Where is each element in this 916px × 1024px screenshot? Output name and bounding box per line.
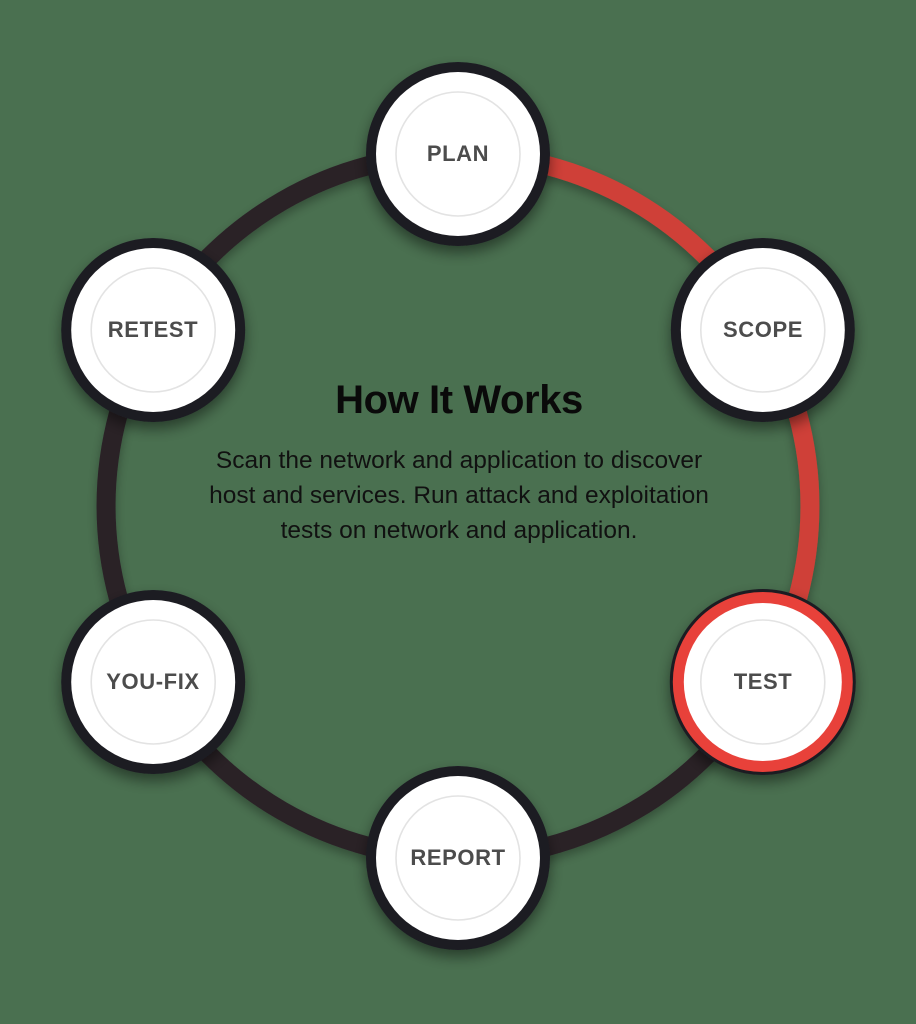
node-you-fix-inner-circle (90, 619, 216, 745)
node-scope[interactable] (670, 238, 855, 422)
node-you-fix[interactable] (61, 590, 246, 774)
node-report[interactable] (366, 766, 550, 950)
node-plan-face (376, 72, 540, 236)
node-test-face (683, 603, 842, 761)
node-retest-face (71, 248, 236, 412)
node-test-inner-circle (699, 619, 826, 745)
cycle-nodes (61, 62, 856, 950)
node-scope-face (680, 248, 845, 412)
node-you-fix-face (71, 600, 236, 764)
node-report-inner-circle (395, 795, 521, 921)
node-plan-inner-circle (395, 91, 521, 217)
node-scope-inner-circle (699, 267, 826, 393)
node-plan[interactable] (366, 62, 550, 246)
node-retest[interactable] (61, 238, 246, 422)
node-report-face (376, 776, 540, 940)
node-test[interactable] (669, 589, 856, 775)
node-retest-inner-circle (90, 267, 216, 393)
